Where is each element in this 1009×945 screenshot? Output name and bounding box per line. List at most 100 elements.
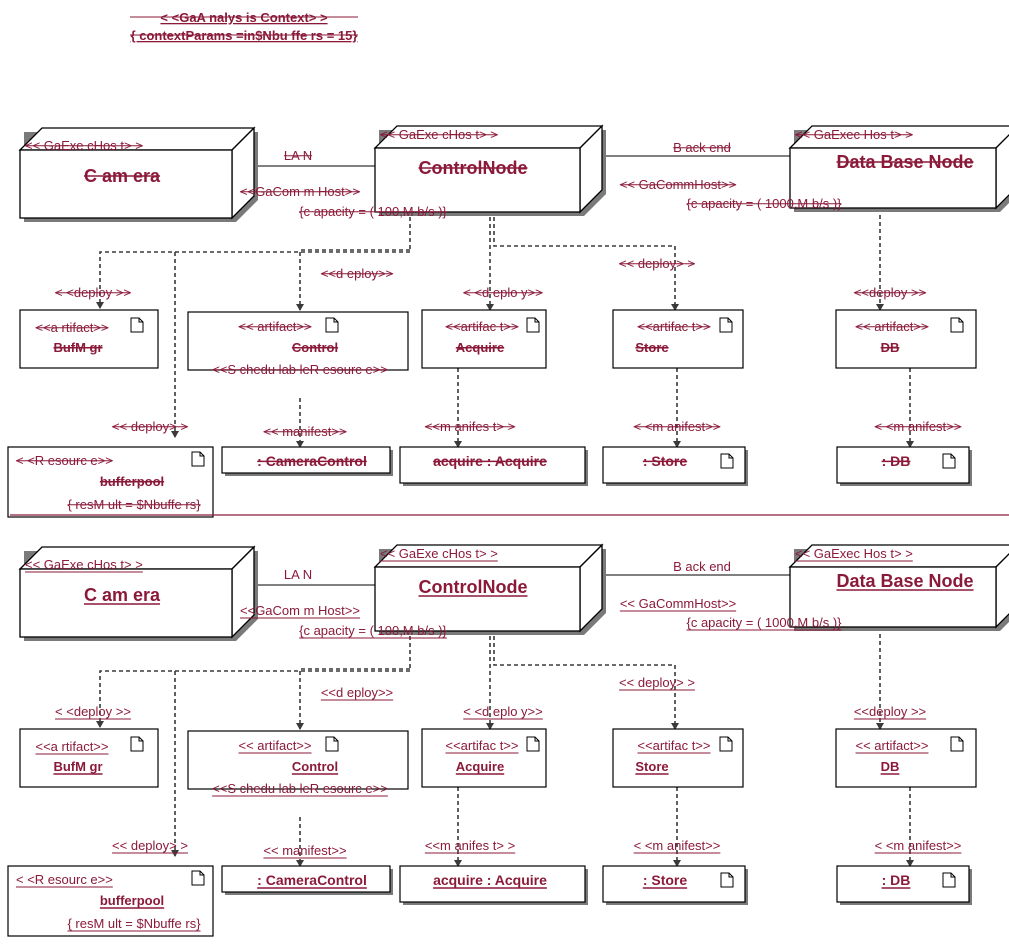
artifact-control-name: Control xyxy=(292,759,338,774)
artifact-document-icon xyxy=(325,317,339,333)
camera-node-name: C am era xyxy=(84,585,161,605)
document-icon-outline xyxy=(719,317,733,333)
instance-acquire xyxy=(399,865,586,903)
artifact-document-icon xyxy=(950,736,964,752)
artifact-document-icon xyxy=(191,451,205,467)
control-node-front-face xyxy=(374,147,581,213)
document-icon-fold xyxy=(727,318,732,323)
database-node-stereotype: << GaExec Hos t> > xyxy=(795,546,913,561)
manifest-label-db: < <m anifest>> xyxy=(875,838,962,853)
document-icon-outline xyxy=(325,317,339,333)
artifact-store-name: Store xyxy=(635,759,668,774)
instance-cameracontrol-name: : CameraControl xyxy=(257,872,367,888)
artifact-store xyxy=(612,309,744,369)
artifact-document-icon xyxy=(719,317,733,333)
resource-bufferpool xyxy=(7,865,214,937)
artifact-document-icon xyxy=(526,736,540,752)
control-node-stereotype: << GaExe cHos t> > xyxy=(380,546,498,561)
instance-db-name: : DB xyxy=(882,872,911,888)
artifact-control xyxy=(187,730,409,790)
artifact-db-stereotype: << artifact>> xyxy=(856,738,929,753)
document-icon-fold xyxy=(728,454,733,459)
document-icon-fold xyxy=(728,873,733,878)
manifest-label-store: < <m anifest>> xyxy=(634,838,721,853)
document-icon-fold xyxy=(958,737,963,742)
artifact-bufmgr-name: BufM gr xyxy=(53,759,102,774)
resource-tag: { resM ult = $Nbuffe rs} xyxy=(67,916,201,931)
backend-link-stereotype: << GaCommHost>> xyxy=(620,596,736,611)
instance-cameracontrol xyxy=(221,446,391,474)
document-icon-outline xyxy=(720,453,734,469)
artifact-document-icon xyxy=(950,317,964,333)
document-icon-outline xyxy=(719,736,733,752)
deploy-label-control: <<d eploy>> xyxy=(321,685,393,700)
deploy-line-control xyxy=(296,668,410,730)
document-icon-outline xyxy=(942,872,956,888)
backend-link-label: B ack end xyxy=(673,559,731,574)
document-icon-outline xyxy=(526,736,540,752)
camera-node: << GaExe cHos t> >C am era xyxy=(18,126,258,222)
artifact-document-icon xyxy=(325,736,339,752)
document-icon-fold xyxy=(199,452,204,457)
instance-acquire-name: acquire : Acquire xyxy=(433,872,547,888)
lan-link-label: LA N xyxy=(284,567,312,582)
document-icon-fold xyxy=(950,873,955,878)
artifact-document-icon xyxy=(720,453,734,469)
document-icon-fold xyxy=(958,318,963,323)
control-node-front-face xyxy=(374,566,581,632)
database-node: << GaExec Hos t> > Data Base Node xyxy=(788,544,1009,631)
artifact-document-icon xyxy=(130,317,144,333)
deployment-panel-bottom: << GaExe cHos t> >C am era<< GaExe cHos … xyxy=(7,543,1009,937)
document-icon-fold xyxy=(950,454,955,459)
deploy-line-store xyxy=(493,210,679,311)
artifact-db-name: DB xyxy=(881,759,900,774)
document-icon-outline xyxy=(942,453,956,469)
artifact-bufmgr-stereotype: <<a rtifact>> xyxy=(36,739,109,754)
document-icon-fold xyxy=(333,318,338,323)
artifact-control-extra-stereotype: <<S chedu lab leR esourc e>> xyxy=(212,781,388,796)
database-node: << GaExec Hos t> >Data Base Node xyxy=(788,125,1009,212)
deploy-label-store: << deploy> > xyxy=(619,675,695,690)
document-icon-outline xyxy=(191,451,205,467)
artifact-document-icon xyxy=(942,453,956,469)
deploy-line-control xyxy=(296,249,410,311)
deploy-label-db: <<deploy >> xyxy=(854,704,926,719)
document-icon-outline xyxy=(130,736,144,752)
resource-stereotype: < <R esourc e>> xyxy=(16,872,113,887)
lan-link-stereotype: <<GaCom m Host>> xyxy=(240,603,360,618)
resource-name: bufferpool xyxy=(100,893,164,908)
control-node: << GaExe cHos t> >ControlNode xyxy=(373,124,606,216)
document-icon-outline xyxy=(130,317,144,333)
deploy-label-bufmgr: < <deploy >> xyxy=(55,704,131,719)
artifact-document-icon xyxy=(191,870,205,886)
artifact-document-icon xyxy=(942,872,956,888)
database-node-front-face xyxy=(789,566,997,628)
database-node-name: Data Base Node xyxy=(836,571,973,591)
lan-link-capacity: {c apacity = ( 100,M b/s )} xyxy=(299,623,447,638)
instance-store-name: : Store xyxy=(643,872,688,888)
document-icon-fold xyxy=(199,871,204,876)
artifact-acquire xyxy=(421,728,547,788)
artifact-acquire-name: Acquire xyxy=(456,759,504,774)
deployment-panel-top: << GaExe cHos t> >C am era << GaExe cHos … xyxy=(7,124,1009,518)
camera-node: << GaExe cHos t> >C am era xyxy=(18,545,258,641)
control-node-name: ControlNode xyxy=(419,577,528,597)
backend-link-capacity: {c apacity = ( 1000,M b/s )} xyxy=(687,615,843,630)
artifact-store-stereotype: <<artifac t>> xyxy=(638,738,711,753)
database-node-front-face xyxy=(789,147,997,209)
control-node: << GaExe cHos t> > ControlNode xyxy=(373,543,606,635)
deploy-line-store xyxy=(493,629,679,730)
document-icon-fold xyxy=(333,737,338,742)
document-icon-outline xyxy=(325,736,339,752)
manifest-label-control: << manifest>> xyxy=(263,843,346,858)
document-icon-fold xyxy=(534,318,539,323)
document-icon-outline xyxy=(950,317,964,333)
document-icon-fold xyxy=(138,318,143,323)
instance-acquire xyxy=(399,446,586,484)
deploy-line-bufmgr xyxy=(96,210,411,309)
document-icon-outline xyxy=(526,317,540,333)
document-icon-outline xyxy=(191,870,205,886)
artifact-document-icon xyxy=(719,736,733,752)
deploy-line-bufmgr xyxy=(96,629,411,728)
manifest-label-acquire: <<m anifes t> > xyxy=(425,838,515,853)
